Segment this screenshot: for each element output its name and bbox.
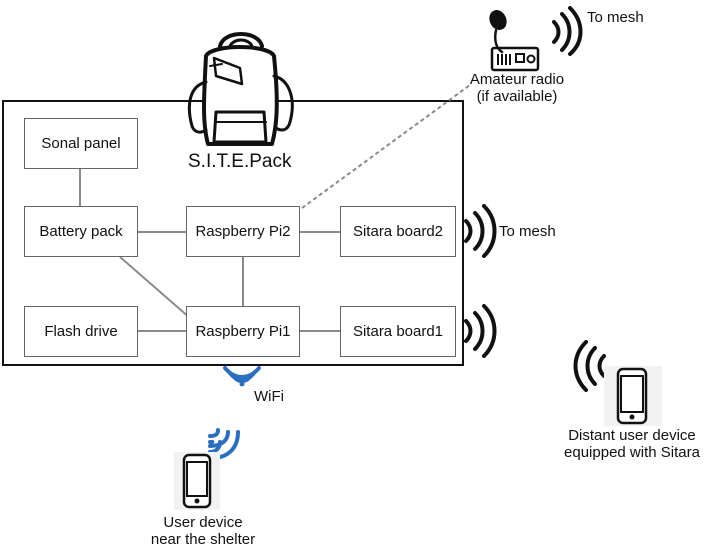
- backpack-icon: [187, 32, 294, 146]
- user-device-line2: near the shelter: [150, 531, 256, 548]
- to-mesh-label-top: To mesh: [587, 9, 644, 26]
- amateur-radio-line1: Amateur radio: [469, 71, 565, 88]
- wifi-label: WiFi: [254, 388, 284, 405]
- raspberry-pi1-box: Raspberry Pi1: [186, 306, 300, 357]
- flash-drive-box: Flash drive: [24, 306, 138, 357]
- radio-waves-icon: [573, 340, 606, 392]
- distant-device-line1: Distant user device: [568, 427, 696, 444]
- raspberry-pi2-box: Raspberry Pi2: [186, 206, 300, 257]
- to-mesh-label-mid: To mesh: [499, 223, 556, 240]
- sitara-board1-box: Sitara board1: [340, 306, 456, 357]
- distant-device-line2: equipped with Sitara: [564, 444, 700, 461]
- smartphone-icon: [604, 366, 662, 426]
- radio-waves-icon: [464, 304, 497, 358]
- user-device-label: User device near the shelter: [128, 514, 278, 548]
- connector-pi2-radio: [301, 84, 471, 209]
- battery-pack-box: Battery pack: [24, 206, 138, 257]
- solar-panel-box: Sonal panel: [24, 118, 138, 169]
- distant-device-label: Distant user device equipped with Sitara: [552, 427, 712, 461]
- wifi-icon: [223, 366, 261, 387]
- radio-waves-icon: [464, 204, 497, 258]
- user-device-line1: User device: [163, 514, 243, 531]
- radio-waves-icon: [552, 6, 583, 56]
- sitara-board2-box: Sitara board2: [340, 206, 456, 257]
- smartphone-icon: [174, 452, 220, 510]
- radio-icon: [489, 10, 540, 72]
- amateur-radio-label: Amateur radio (if available): [458, 71, 576, 105]
- sitepack-title: S.I.T.E.Pack: [188, 151, 292, 172]
- amateur-radio-line2: (if available): [476, 88, 558, 105]
- connector-battery-pi1: [119, 256, 191, 319]
